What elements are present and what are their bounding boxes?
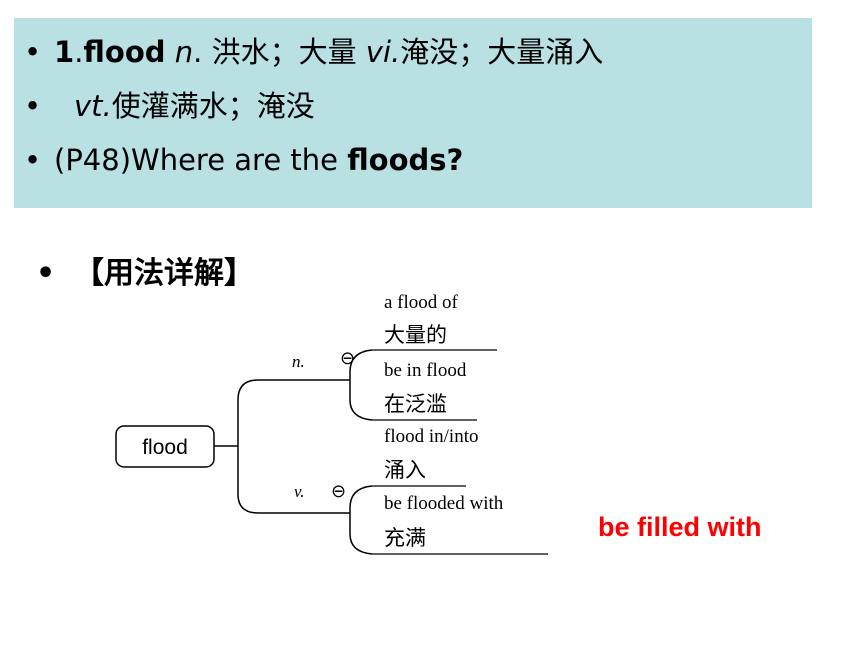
bullet: •	[24, 35, 42, 69]
noun-item-2-zh: 在泛滥	[384, 392, 447, 416]
noun-item-2-en: be in flood	[384, 360, 467, 381]
pos-vt: vt.	[74, 89, 112, 123]
noun-item-1-en: a flood of	[384, 292, 459, 313]
bullet: •	[36, 256, 56, 291]
example-sentence: (P48)Where are the	[54, 143, 348, 177]
noun-bracket	[349, 349, 373, 421]
verb-item-2-en: be flooded with	[384, 493, 504, 514]
example-bold: floods?	[347, 143, 464, 177]
verb-item-2-zh: 充满	[384, 526, 426, 550]
headword: flood	[83, 35, 166, 69]
root-word: flood	[142, 436, 188, 459]
verb-marker-icon: ⊖	[331, 481, 346, 501]
meaning-noun: 洪水；大量	[211, 35, 357, 69]
note-text: be filled with	[598, 512, 762, 542]
verb-bracket	[349, 485, 373, 555]
vocab-line-3: • (P48)Where are the floods?	[24, 140, 463, 180]
bullet: •	[24, 89, 42, 123]
meaning-vi: 淹没；大量涌入	[400, 35, 604, 69]
noun-item-1-zh: 大量的	[384, 323, 447, 347]
vocab-box	[14, 18, 812, 208]
noun-marker-icon: ⊖	[340, 348, 355, 368]
pos-noun: n	[174, 35, 194, 69]
verb-label: v.	[294, 482, 305, 501]
number-dot: .	[74, 35, 84, 69]
verb-item-1-zh: 涌入	[384, 458, 426, 482]
usage-heading: • 【用法详解】	[36, 248, 254, 292]
main-bracket	[237, 379, 259, 514]
noun-label: n.	[292, 352, 305, 371]
usage-title: 【用法详解】	[74, 256, 254, 291]
vocab-line-2: • vt.使灌满水；淹没	[24, 86, 315, 126]
pos-vi: vi.	[365, 35, 401, 69]
vocab-line-1: •1.flood n. 洪水；大量 vi.淹没；大量涌入	[24, 32, 603, 72]
pos-dot: .	[193, 35, 203, 69]
meaning-vt: 使灌满水；淹没	[111, 89, 315, 123]
bullet: •	[24, 143, 42, 177]
verb-item-1-en: flood in/into	[384, 426, 478, 447]
item-number: 1	[54, 35, 75, 69]
